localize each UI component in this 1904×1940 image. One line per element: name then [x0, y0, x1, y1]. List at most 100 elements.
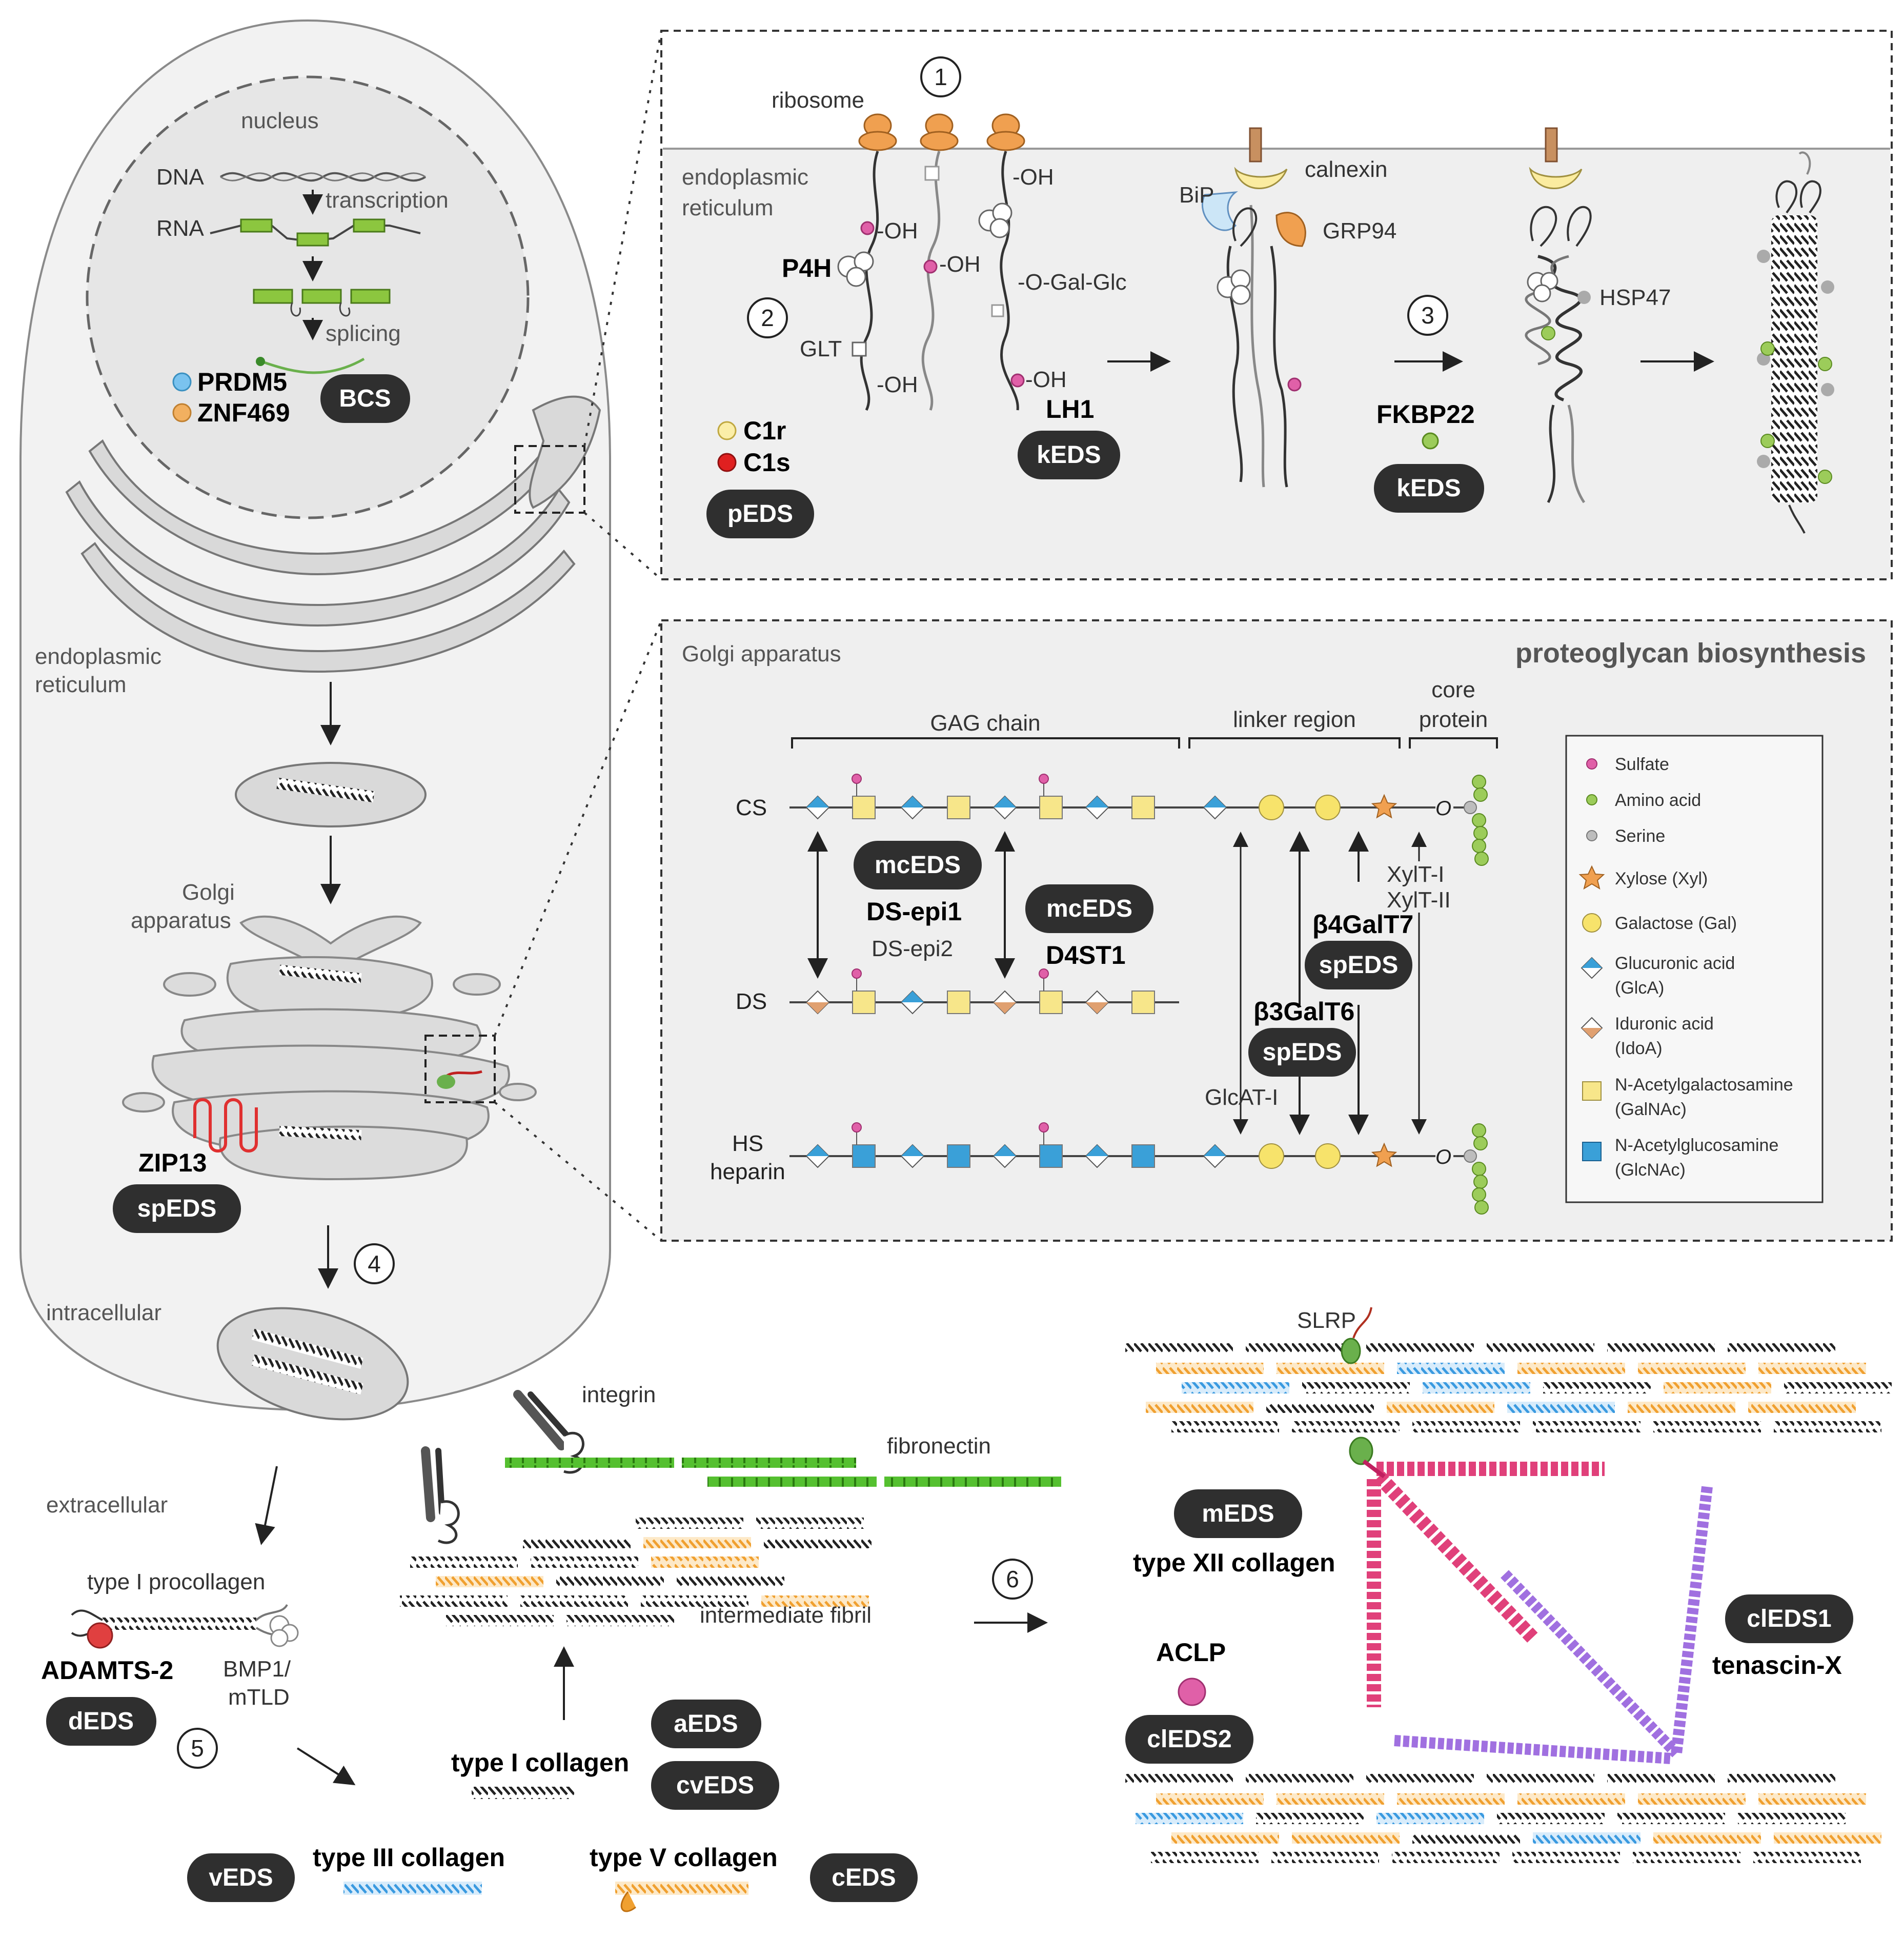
svg-text:O: O — [1435, 1146, 1451, 1168]
galactose-residue — [1259, 1143, 1284, 1169]
adamts2-label: ADAMTS-2 — [41, 1656, 173, 1685]
collagen-molecule — [1136, 1813, 1243, 1824]
collagen-molecule — [1246, 1343, 1353, 1355]
hexosamine-residue — [852, 991, 876, 1014]
collagen-molecule — [756, 1518, 864, 1529]
collagen-molecule — [636, 1518, 743, 1529]
svg-text:pEDS: pEDS — [727, 500, 793, 528]
gag-chain-label: GAG chain — [930, 711, 1040, 736]
golgi-panel-title: Golgi apparatus — [682, 641, 841, 666]
xylose-residue — [1371, 794, 1397, 819]
mceds-badge-1: mcEDS — [854, 841, 982, 890]
glcat-label: GlcAT-I — [1205, 1085, 1278, 1110]
speds-badge-golgi-2: spEDS — [1248, 1028, 1356, 1077]
extracellular-left: extracellular type I procollagen ADAMTS-… — [41, 1382, 1061, 1912]
collagen-molecule — [1784, 1382, 1892, 1393]
svg-text:(GlcA): (GlcA) — [1615, 978, 1664, 998]
svg-text:Sulfate: Sulfate — [1615, 755, 1669, 774]
er-label-2: reticulum — [35, 672, 127, 697]
svg-text:5: 5 — [191, 1735, 204, 1762]
collagen-molecule — [1507, 1402, 1615, 1413]
collagen-molecule — [1156, 1363, 1264, 1374]
calnexin-label: calnexin — [1305, 157, 1387, 182]
c1s-dot — [717, 453, 737, 472]
collagen-molecule — [1387, 1402, 1494, 1413]
svg-text:4: 4 — [368, 1250, 381, 1277]
collagen-molecule — [764, 1537, 872, 1548]
svg-text:-OH: -OH — [939, 252, 981, 277]
collagen-molecule — [1125, 1343, 1233, 1355]
sulfate-group — [1039, 968, 1049, 979]
core-protein-cs — [1453, 775, 1489, 866]
svg-text:-O-Gal-Glc: -O-Gal-Glc — [1018, 270, 1127, 295]
bmp1-label-1: BMP1/ — [223, 1656, 291, 1682]
svg-text:mcEDS: mcEDS — [875, 852, 961, 879]
transcription-label: transcription — [326, 188, 449, 213]
bip-label: BiP — [1179, 183, 1214, 208]
collagen-molecule — [1748, 1402, 1856, 1413]
fkbp22-label: FKBP22 — [1376, 400, 1475, 429]
collagen-molecule — [641, 1595, 748, 1607]
svg-text:cEDS: cEDS — [832, 1864, 896, 1891]
keds-badge-2: kEDS — [1374, 464, 1484, 513]
aclp-dot — [1178, 1678, 1206, 1706]
aeds-badge: aEDS — [651, 1700, 761, 1748]
collagen-molecule — [1758, 1793, 1866, 1805]
fibril-bundle-bottom — [1125, 1774, 1881, 1863]
collagen-molecule — [1146, 1402, 1253, 1413]
svg-text:aEDS: aEDS — [674, 1710, 738, 1737]
rna-label: RNA — [156, 216, 205, 241]
mceds-badge-2: mcEDS — [1025, 884, 1153, 933]
collagen-molecule — [531, 1557, 638, 1568]
cell: nucleus DNA transcription RNA splicing P… — [19, 19, 611, 1421]
fibronectin-1 — [505, 1458, 674, 1468]
cs-label: CS — [736, 795, 767, 820]
collagen-molecule — [1171, 1421, 1279, 1432]
svg-text:cvEDS: cvEDS — [676, 1772, 754, 1799]
svg-text:Glucuronic acid: Glucuronic acid — [1615, 954, 1735, 973]
sulfate-group — [852, 968, 862, 979]
svg-text:spEDS: spEDS — [137, 1195, 217, 1222]
prdm5-label: PRDM5 — [197, 368, 287, 396]
galactose-residue — [1315, 795, 1341, 820]
intermediate-fibril — [400, 1518, 872, 1626]
peds-badge: pEDS — [706, 490, 814, 538]
collagen-molecule — [1292, 1832, 1400, 1844]
collagen-molecule — [1543, 1382, 1651, 1393]
ribosome-2 — [920, 113, 959, 151]
legend-serine-swatch — [1586, 830, 1597, 841]
collagen-molecule — [1758, 1363, 1866, 1374]
calnexin — [1234, 167, 1288, 189]
glt-enzyme — [852, 341, 867, 357]
collagen-molecule — [677, 1576, 784, 1587]
c1s-label: C1s — [743, 448, 791, 477]
collagen-molecule — [1633, 1852, 1740, 1863]
collagen-molecule — [1376, 1813, 1484, 1824]
er-panel-label-1: endoplasmic — [682, 165, 808, 190]
ds-sugars — [805, 968, 1155, 1015]
collagen-molecule — [1753, 1852, 1861, 1863]
svg-text:(GalNAc): (GalNAc) — [1615, 1100, 1687, 1119]
step-3-marker: 3 — [1407, 295, 1448, 336]
type-i-procollagen — [71, 1604, 299, 1649]
mature-triple-helix — [1771, 215, 1817, 502]
collagen-molecule — [1156, 1793, 1264, 1805]
hexosamine-residue — [1131, 796, 1155, 819]
golgi-zoom-box — [424, 1035, 496, 1103]
zip13-label: ZIP13 — [138, 1148, 207, 1177]
svg-text:6: 6 — [1006, 1566, 1019, 1592]
meds-badge: mEDS — [1174, 1489, 1302, 1538]
type-v-collagen-fibril — [615, 1882, 748, 1912]
legend-amino-swatch — [1586, 794, 1597, 805]
collagen-molecule — [1277, 1793, 1384, 1805]
step-5-marker: 5 — [177, 1728, 218, 1769]
collagen-molecule — [436, 1576, 543, 1587]
svg-text:clEDS1: clEDS1 — [1747, 1605, 1831, 1632]
collagen-molecule — [1517, 1793, 1625, 1805]
svg-text:N-Acetylglucosamine: N-Acetylglucosamine — [1615, 1136, 1778, 1155]
hexosamine-residue — [1039, 796, 1063, 819]
collagen-molecule — [651, 1557, 759, 1568]
hexosamine-residue — [947, 991, 970, 1014]
legend-xylose-swatch — [1578, 865, 1605, 890]
procollagen-chain-1 — [860, 151, 879, 411]
